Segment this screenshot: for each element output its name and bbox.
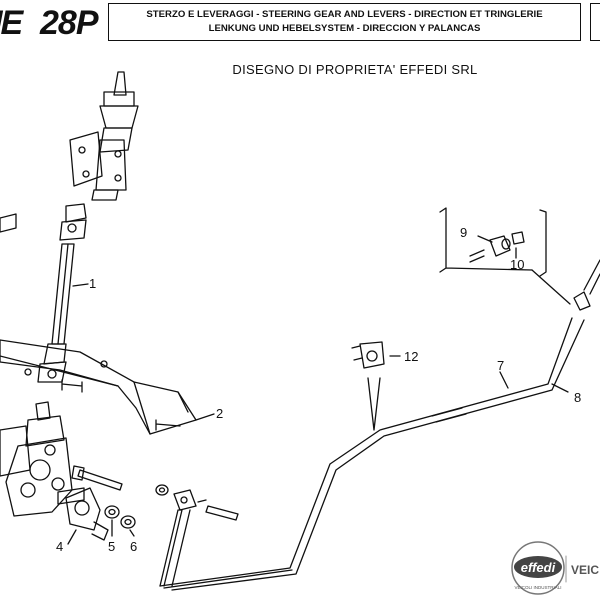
model-prefix: NE [0,4,23,42]
callout-6: 6 [130,539,137,554]
callout-1: 1 [89,276,96,291]
model-name: 28P [40,4,98,42]
logo-side-text: VEIC [571,563,599,577]
callout-8: 8 [574,390,581,405]
bolt [71,465,123,491]
pipe-clamp [351,341,401,431]
union-fitting [173,489,239,521]
washer-6 [120,515,136,537]
logo-tagline: VEICOLI INDUSTRIALI [514,585,561,590]
cropped-plate [0,213,17,233]
effedi-logo: effedi VEICOLI INDUSTRIALI VEIC [511,541,599,595]
fitting-detail [439,207,600,311]
ownership-notice: DISEGNO DI PROPRIETA' EFFEDI SRL [232,62,478,77]
section-title-box: STERZO E LEVERAGGI - STEERING GEAR AND L… [108,3,581,41]
steering-gear-box [0,401,85,517]
washer-5 [104,505,120,537]
callout-12: 12 [404,349,418,364]
steering-column-upper [69,71,139,201]
logo-brand: effedi [521,560,556,575]
section-title-line2: LENKUNG UND HEBELSYSTEM - DIRECCION Y PA… [208,23,481,34]
corner-box [590,3,600,41]
pitman-arm [65,487,109,545]
callout-4: 4 [56,539,63,554]
callout-9: 9 [460,225,467,240]
callout-7: 7 [497,358,504,373]
steering-shaft [37,203,89,383]
section-title-line1: STERZO E LEVERAGGI - STEERING GEAR AND L… [146,9,543,20]
small-washer [155,484,169,496]
callout-10: 10 [510,257,524,272]
callout-2: 2 [216,406,223,421]
callout-5: 5 [108,539,115,554]
hydraulic-pipes [159,317,585,591]
model-heading: NE 28P [0,2,108,46]
frame-bracket [0,339,215,435]
